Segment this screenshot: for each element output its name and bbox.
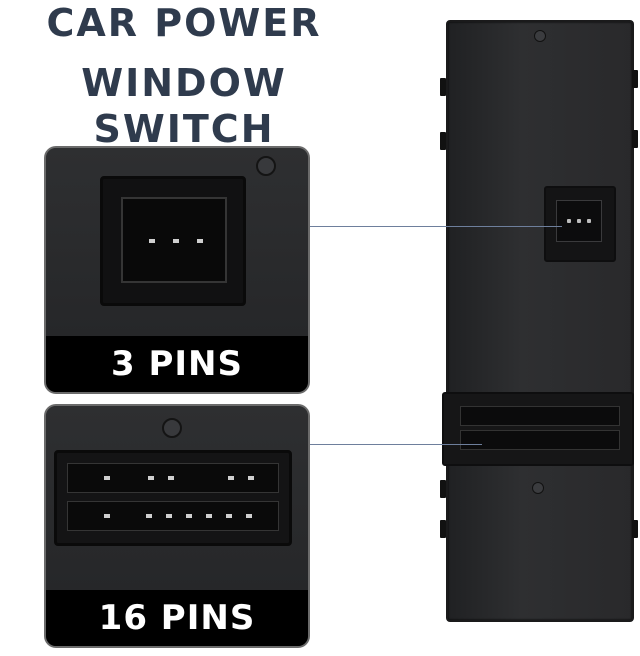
zoom-connector-3-pin [100,176,246,306]
pin [248,476,254,480]
label-bar: 16 PINS [46,590,308,646]
connector-16-pin [442,392,634,466]
zoom-photo-3-pin [46,148,308,336]
pin [104,514,110,518]
pin [166,514,172,518]
pin [186,514,192,518]
pin [577,219,581,223]
leader-line-3-pin [306,226,562,227]
pin-count-label: 16 PINS [98,598,256,638]
zoom-connector-16-pin [54,450,292,546]
pin [146,514,152,518]
mounting-tab [440,520,446,538]
pin [587,219,591,223]
pin [104,476,110,480]
mounting-tab [632,520,638,538]
pin [228,476,234,480]
callout-16-pins: 16 PINS [44,404,310,648]
window-switch-body [446,20,634,622]
connector-3-pin [544,186,616,262]
pin [226,514,232,518]
screw-hole [162,418,182,438]
mounting-tab [440,78,446,96]
pin-count-label: 3 PINS [110,344,243,384]
callout-3-pins: 3 PINS [44,146,310,394]
label-bar: 3 PINS [46,336,308,392]
screw-hole [256,156,276,176]
screw-hole [532,482,544,494]
screw-hole [534,30,546,42]
title-line-1: CAR POWER [46,1,322,45]
pin [197,239,203,243]
pin [206,514,212,518]
pin-row-top [67,463,279,493]
leader-line-16-pin [306,444,482,445]
mounting-tab [440,132,446,150]
connector-socket [556,200,602,242]
pin-row-bottom [67,501,279,531]
title-line-2: WINDOW SWITCH [81,61,287,151]
connector-socket [121,197,227,283]
pin [567,219,571,223]
pin [149,239,155,243]
zoom-photo-16-pin [46,406,308,590]
mounting-tab [440,480,446,498]
pin-row-bottom [460,430,620,450]
mounting-tab [632,130,638,148]
pin [173,239,179,243]
pin [246,514,252,518]
pin [168,476,174,480]
pin [148,476,154,480]
pin-row-top [460,406,620,426]
mounting-tab [632,70,638,88]
